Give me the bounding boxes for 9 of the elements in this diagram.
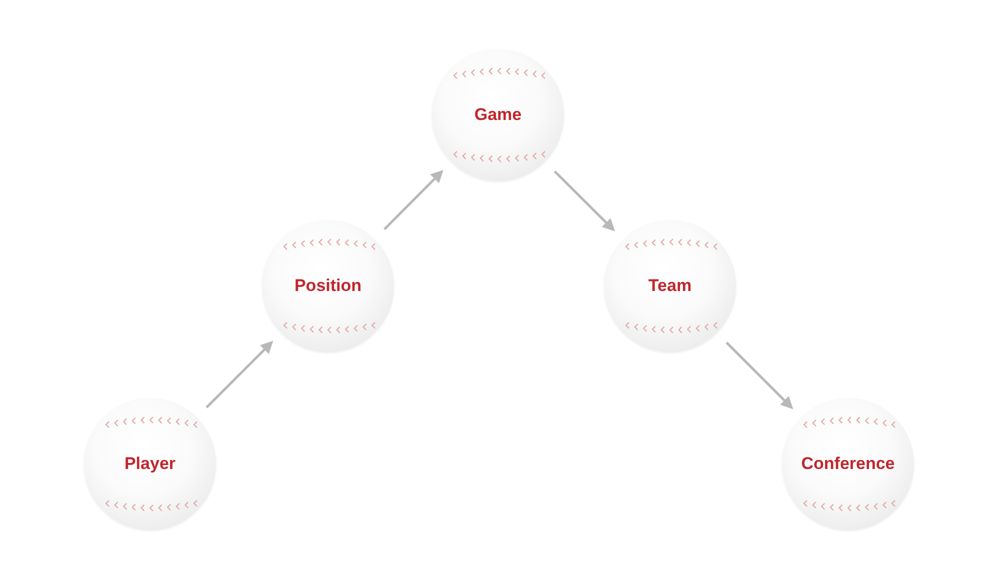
node-label: Player	[124, 454, 176, 474]
arrow	[206, 340, 274, 408]
node-label: Team	[648, 276, 692, 296]
node-label: Game	[474, 105, 522, 125]
node-label: Position	[294, 276, 362, 296]
node-label: Conference	[801, 454, 895, 474]
arrow	[384, 170, 444, 230]
arrow	[726, 342, 794, 410]
arrow	[554, 170, 616, 232]
